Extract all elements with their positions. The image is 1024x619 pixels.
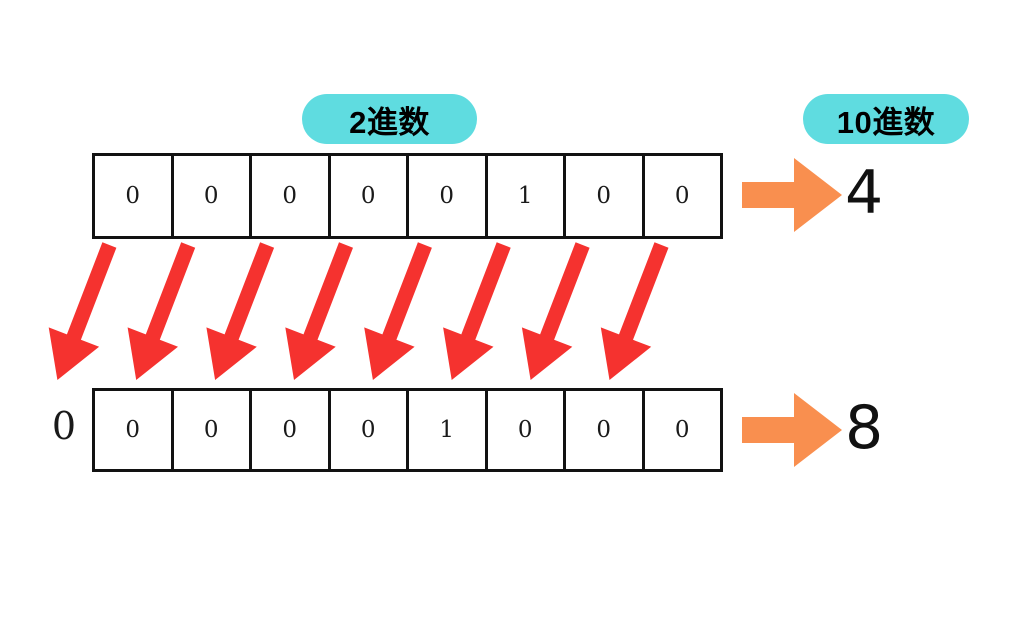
shift-left-arrow-icon [443, 242, 511, 380]
bit-cell: 0 [488, 391, 566, 469]
binary-label-badge: 2進数 [302, 94, 477, 144]
bit-cell: 0 [566, 156, 645, 236]
bit-cell: 1 [409, 391, 488, 469]
shift-left-arrow-icon [127, 242, 196, 380]
bit-cell: 0 [674, 417, 690, 443]
shift-left-arrow-icon [600, 242, 669, 380]
decimal-value-shifted: 8 [845, 393, 884, 463]
shift-left-arrow-icon [285, 242, 353, 380]
shift-left-arrow-icon [364, 242, 432, 380]
overflow-bit-value: 0 [51, 404, 77, 448]
right-arrow-icon-top [742, 158, 842, 232]
bit-cell: 0 [331, 391, 409, 469]
shift-left-arrow-icon [521, 242, 590, 380]
bit-cell: 0 [174, 156, 252, 236]
shift-left-arrow-icon [206, 242, 275, 380]
bit-cell: 0 [674, 183, 690, 209]
bit-cell: 0 [174, 391, 252, 469]
decimal-label-badge: 10進数 [803, 94, 969, 144]
bit-cell: 0 [566, 391, 645, 469]
decimal-value-original: 4 [845, 158, 884, 228]
bit-cell: 0 [252, 156, 331, 236]
bit-cell: 0 [95, 156, 174, 236]
right-arrow-icon-bottom [742, 393, 842, 467]
bit-cell: 0 [409, 156, 488, 236]
bit-cell: 1 [488, 156, 566, 236]
bit-cell: 0 [252, 391, 331, 469]
bit-cell: 0 [95, 391, 174, 469]
shift-left-arrow-icon [48, 242, 117, 380]
bit-cell: 0 [331, 156, 409, 236]
